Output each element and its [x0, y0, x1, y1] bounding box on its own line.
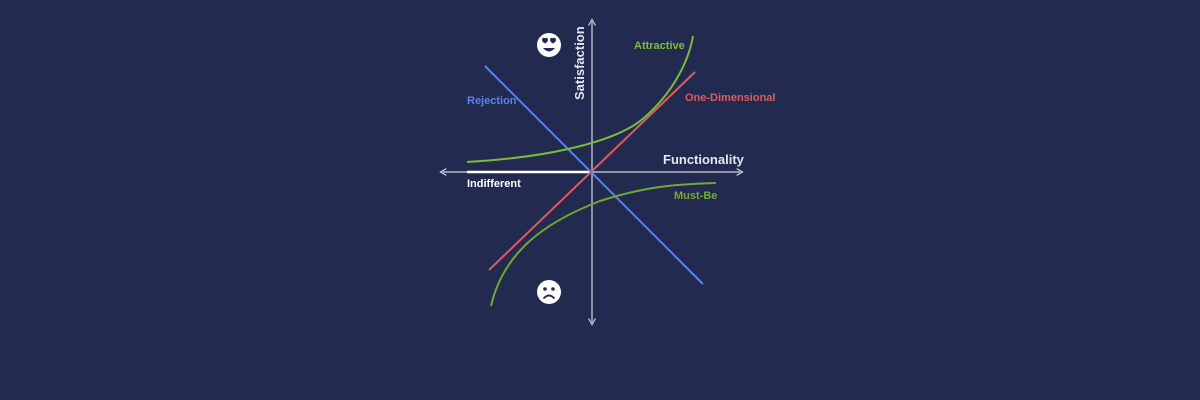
attractive-curve [466, 35, 694, 163]
must-be-curve [490, 182, 717, 307]
rejection-label: Rejection [467, 95, 517, 107]
rejection-line [484, 65, 704, 285]
one-dimensional-line [488, 71, 696, 271]
y-axis-label: Satisfaction [572, 26, 587, 100]
sad-face-icon [537, 280, 561, 304]
attractive-label: Attractive [634, 40, 685, 52]
happy-face-icon [537, 33, 561, 57]
x-axis-label: Functionality [663, 152, 745, 167]
one-dimensional-label: One-Dimensional [685, 92, 775, 104]
indifferent-label: Indifferent [467, 178, 521, 190]
must-be-label: Must-Be [674, 190, 717, 202]
